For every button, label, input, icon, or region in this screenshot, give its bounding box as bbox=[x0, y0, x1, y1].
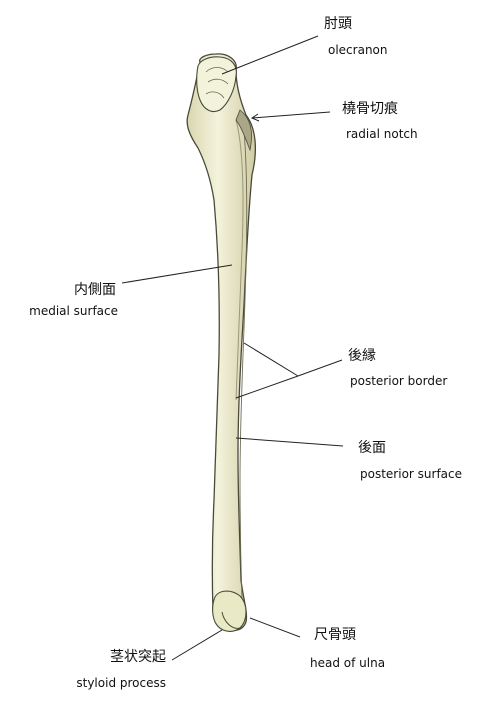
leader-posterior-border-b bbox=[235, 375, 299, 399]
leader-styloid-process bbox=[171, 629, 223, 661]
label-olecranon-en: olecranon bbox=[328, 43, 388, 57]
leader-radial-notch-arrow bbox=[250, 113, 260, 122]
leader-posterior-surface bbox=[235, 437, 344, 447]
leader-radial-notch bbox=[251, 111, 331, 119]
leader-medial-surface bbox=[121, 264, 233, 284]
label-posterior-surface-jp: 後面 bbox=[358, 440, 386, 456]
label-medial-surface-en: medial surface bbox=[29, 304, 118, 318]
label-posterior-border-jp: 後縁 bbox=[348, 348, 376, 364]
label-posterior-border-en: posterior border bbox=[350, 374, 448, 388]
label-styloid-process-en: styloid process bbox=[76, 676, 166, 690]
label-radial-notch-jp: 橈骨切痕 bbox=[342, 101, 398, 117]
label-posterior-surface-en: posterior surface bbox=[360, 467, 463, 481]
leader-posterior-border bbox=[297, 359, 343, 377]
label-radial-notch-en: radial notch bbox=[346, 127, 418, 141]
label-styloid-process-jp: 茎状突起 bbox=[110, 649, 166, 665]
ulna-shaft bbox=[186, 53, 256, 631]
label-medial-surface-jp: 内側面 bbox=[74, 282, 116, 298]
label-head-of-ulna-en: head of ulna bbox=[310, 656, 386, 670]
leader-posterior-border-a bbox=[243, 342, 299, 377]
leader-head-of-ulna bbox=[249, 617, 301, 638]
ulna-bone bbox=[186, 53, 256, 632]
label-olecranon-jp: 肘頭 bbox=[324, 16, 352, 32]
leader-olecranon bbox=[221, 35, 319, 75]
styloid-tip bbox=[221, 611, 241, 629]
label-head-of-ulna-jp: 尺骨頭 bbox=[314, 627, 356, 643]
